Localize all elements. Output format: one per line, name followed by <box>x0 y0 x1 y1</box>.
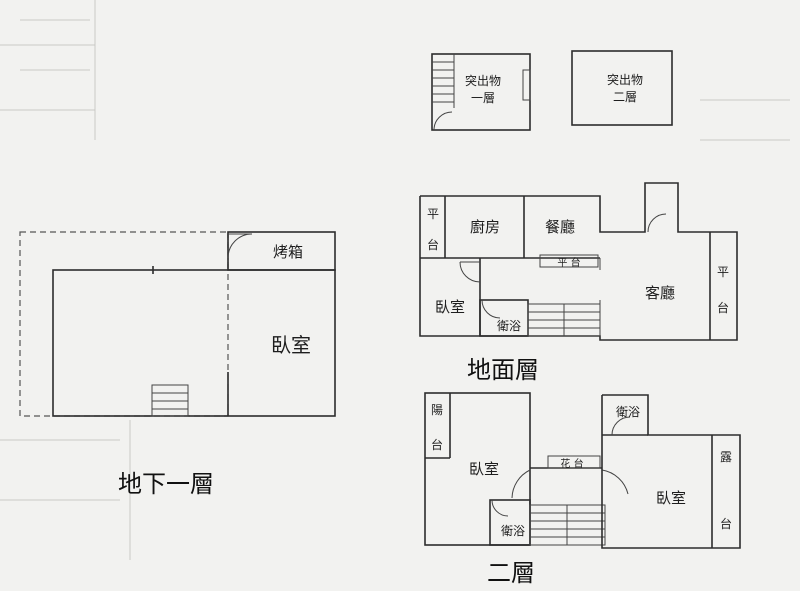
second-stairs <box>529 504 606 546</box>
second-left-block <box>424 392 531 546</box>
ground-balcony-left-bottom: 台 <box>427 237 439 252</box>
second-tai-left-label: 台 <box>431 437 443 452</box>
dining-balcony <box>539 254 599 268</box>
living-label: 客廳 <box>645 284 675 302</box>
second-bath-door-swing <box>491 499 509 517</box>
projection-stairs <box>432 54 455 108</box>
ground-balcony-right-top: 平 <box>717 265 729 279</box>
ground-bedroom-door-swing <box>459 261 481 283</box>
ground-entry-door-swing <box>647 213 667 233</box>
ground-bath-door-swing <box>481 299 501 319</box>
oven-room-walls <box>227 231 336 271</box>
ground-balcony-mid: 平 台 <box>557 256 580 269</box>
projection-1-sub: 一層 <box>471 91 495 105</box>
second-bathroom-bottom-label: 衛浴 <box>501 524 525 538</box>
basement-dashed-outline <box>19 231 229 417</box>
second-top-bath-door-swing <box>611 416 631 436</box>
second-floor-plan: 陽 台 臥室 花 台 衛浴 衛浴 臥室 露 台 二層 <box>424 392 741 587</box>
ground-floor-title: 地面層 <box>467 356 539 384</box>
kitchen-label: 廚房 <box>470 218 500 236</box>
flower-bed <box>547 455 601 469</box>
oven-door-swing <box>227 233 253 259</box>
basement-bedroom-walls <box>52 269 336 417</box>
ground-balcony-right-bottom: 台 <box>717 300 729 315</box>
ground-bathroom-label: 衛浴 <box>497 319 521 333</box>
oven-label: 烤箱 <box>273 243 303 261</box>
second-left-door-swing <box>511 469 531 499</box>
second-bedroom-right-label: 臥室 <box>656 489 686 507</box>
second-yang-label: 陽 <box>431 403 443 417</box>
projection-2-sub: 二層 <box>613 90 637 104</box>
projection-window <box>522 69 531 101</box>
projection-first-floor: 突出物 一層 <box>431 53 531 131</box>
ground-balcony-left-top: 平 <box>427 207 439 221</box>
ground-bedroom-label: 臥室 <box>435 298 465 316</box>
second-bedroom-left-label: 臥室 <box>469 460 499 478</box>
second-bathroom-top-label: 衛浴 <box>616 405 640 419</box>
ground-stairs <box>527 303 601 337</box>
second-lu-label: 露 <box>720 450 732 464</box>
projection-door-swing <box>433 111 453 131</box>
basement-bedroom-label: 臥室 <box>271 333 311 357</box>
ground-floor-plan: 平 台 廚房 餐廳 平 台 臥室 衛浴 客廳 平 台 地面層 <box>419 182 738 384</box>
dining-label: 餐廳 <box>545 218 575 236</box>
basement-plan: 烤箱 臥室 地下一層 <box>19 231 336 498</box>
projection-1-label: 突出物 <box>465 73 501 88</box>
background-marks <box>0 0 790 560</box>
projection-second-floor: 突出物 二層 <box>571 50 673 126</box>
basement-stairs <box>151 384 189 417</box>
second-tai-right-label: 台 <box>720 516 732 531</box>
second-floor-title: 二層 <box>487 559 535 587</box>
basement-title: 地下一層 <box>118 470 214 498</box>
second-right-block <box>601 394 741 549</box>
second-right-door-swing <box>601 469 629 495</box>
projection-2-label: 突出物 <box>607 72 643 87</box>
flower-bed-label: 花 台 <box>560 457 583 470</box>
